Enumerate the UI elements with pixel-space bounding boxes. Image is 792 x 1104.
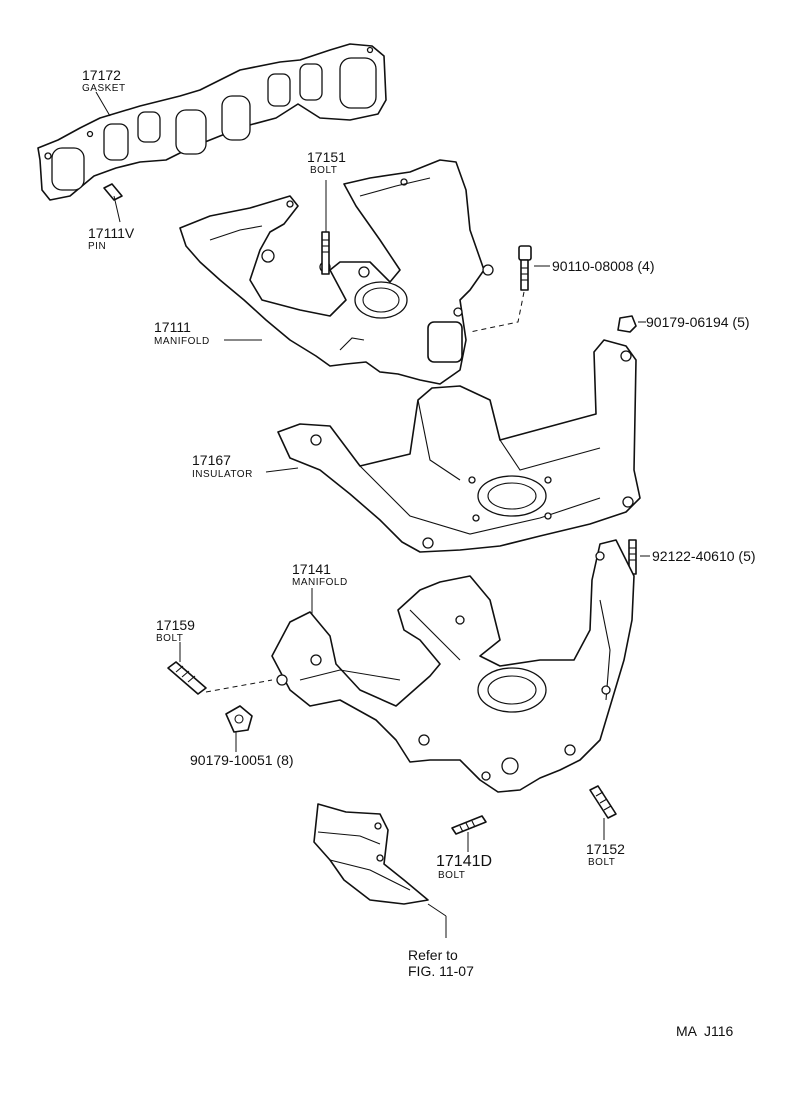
manifold-17111-number-label: 17111 <box>154 319 191 335</box>
bolt-17159-name-label: BOLT <box>156 633 183 644</box>
nut-90179-06194-label: 90179-06194 (5) <box>646 314 750 330</box>
bolt-17151 <box>321 180 330 275</box>
bolt-17152-number-label: 17152 <box>586 841 625 857</box>
bolt-17152 <box>589 785 617 840</box>
bolt-90110-label: 90110-08008 (4) <box>552 258 654 274</box>
nut-90179-10051-label: 90179-10051 (8) <box>190 752 294 768</box>
bolt-17151-number-label: 17151 <box>307 149 346 165</box>
nut-90179-10051 <box>225 705 253 752</box>
stud-92122-label: 92122-40610 (5) <box>652 548 756 564</box>
gasket-17172 <box>37 43 387 201</box>
insulator-name-label: INSULATOR <box>192 469 253 480</box>
stud-92122-40610 <box>628 539 650 575</box>
callout-labels: 17172 GASKET 17111V PIN 17151 BOLT 90110… <box>82 67 756 1039</box>
gasket-leader <box>95 91 111 117</box>
bolt-17152-name-label: BOLT <box>588 857 615 868</box>
bolt-17141d-name-label: BOLT <box>438 870 465 881</box>
manifold-17141-name-label: MANIFOLD <box>292 577 348 588</box>
bolt-17141d-number-label: 17141D <box>436 853 492 870</box>
gasket-number-label: 17172 <box>82 67 121 83</box>
manifold-17111-name-label: MANIFOLD <box>154 336 210 347</box>
pin-name-label: PIN <box>88 241 106 252</box>
insulator-17167 <box>265 339 641 553</box>
gasket-name-label: GASKET <box>82 83 126 94</box>
bolt-17159-number-label: 17159 <box>156 617 195 633</box>
manifold-17141-number-label: 17141 <box>292 561 331 577</box>
bolt-17151-name-label: BOLT <box>310 165 337 176</box>
manifold-17111 <box>179 159 494 385</box>
heat-shield <box>313 803 447 938</box>
bolt-17159 <box>167 642 273 695</box>
insulator-number-label: 17167 <box>192 452 231 468</box>
manifold-17141 <box>271 539 635 793</box>
refer-to-label: Refer to <box>408 947 458 963</box>
figure-code-label: MA J116 <box>676 1023 734 1039</box>
pin-17111v <box>103 183 123 223</box>
bolt-90110-08008 <box>469 245 550 333</box>
nut-90179-06194 <box>617 315 646 333</box>
bolt-17141d <box>451 815 487 852</box>
pin-number-label: 17111V <box>88 225 135 241</box>
refer-figure-label: FIG. 11-07 <box>408 963 474 979</box>
